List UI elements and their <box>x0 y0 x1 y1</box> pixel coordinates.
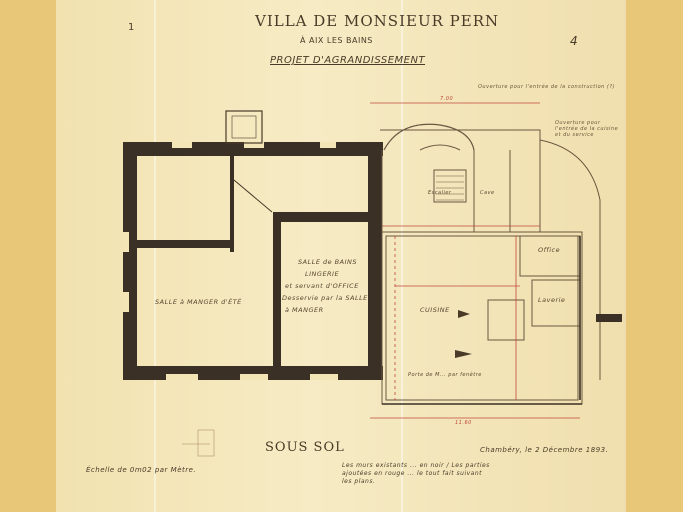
dimension-bottom: 11.60 <box>455 420 472 426</box>
date-signature: Chambéry, le 2 Décembre 1893. <box>480 446 609 454</box>
room-label-laverie: Laverie <box>538 296 566 304</box>
drawing-sheet <box>56 0 626 512</box>
paper-crease <box>401 0 403 512</box>
page-title: VILLA DE MONSIEUR PERN <box>255 12 500 30</box>
room-label-lingerie: LINGERIE <box>305 270 340 278</box>
location-subtitle: À AIX LES BAINS <box>300 36 373 45</box>
stair-treads <box>436 175 464 201</box>
room-label-salle-a-manger: SALLE à MANGER d'ÉTÉ <box>155 298 242 306</box>
top-annotation: Ouverture pour l'entrée de la constructi… <box>478 84 615 90</box>
chimney <box>225 110 263 144</box>
corner-mark: 4 <box>570 34 579 48</box>
dimension-top: 7.00 <box>440 96 454 102</box>
right-annotation: Ouverture pour l'entrée de la cuisine et… <box>555 120 619 138</box>
exterior-step <box>596 314 622 322</box>
window-openings <box>123 142 338 380</box>
level-label: SOUS SOL <box>265 440 345 455</box>
room-label-cave: Cave <box>480 190 495 196</box>
room-label-office: Office <box>538 246 561 254</box>
room-note-a-manger: à MANGER <box>285 306 324 314</box>
scale-label: Échelle de 0m02 par Mètre. <box>86 466 197 474</box>
dark-addition-walls <box>382 236 582 405</box>
room-label-salle-de-bains: SALLE de BAINS <box>298 258 357 266</box>
new-extension <box>380 123 601 405</box>
arrow-mark <box>455 350 472 358</box>
room-note-office: et servant d'OFFICE <box>285 282 359 290</box>
legend-note: Les murs existants ... en noir / Les par… <box>342 462 490 485</box>
room-label-escalier: Escalier <box>428 190 452 196</box>
diagonal-wall <box>233 179 273 213</box>
paper-crease <box>154 0 156 512</box>
page-number: 1 <box>128 22 135 33</box>
arrow-mark <box>458 310 470 318</box>
dimension-lines <box>370 102 580 419</box>
room-label-cuisine: CUISINE <box>420 306 450 314</box>
pencil-sketch <box>182 429 215 457</box>
project-heading: PROJET D'AGRANDISSEMENT <box>270 55 426 66</box>
door-note: Porte de M... par fenêtre <box>408 372 482 378</box>
room-note-desservie: Desservie par la SALLE <box>282 294 368 302</box>
